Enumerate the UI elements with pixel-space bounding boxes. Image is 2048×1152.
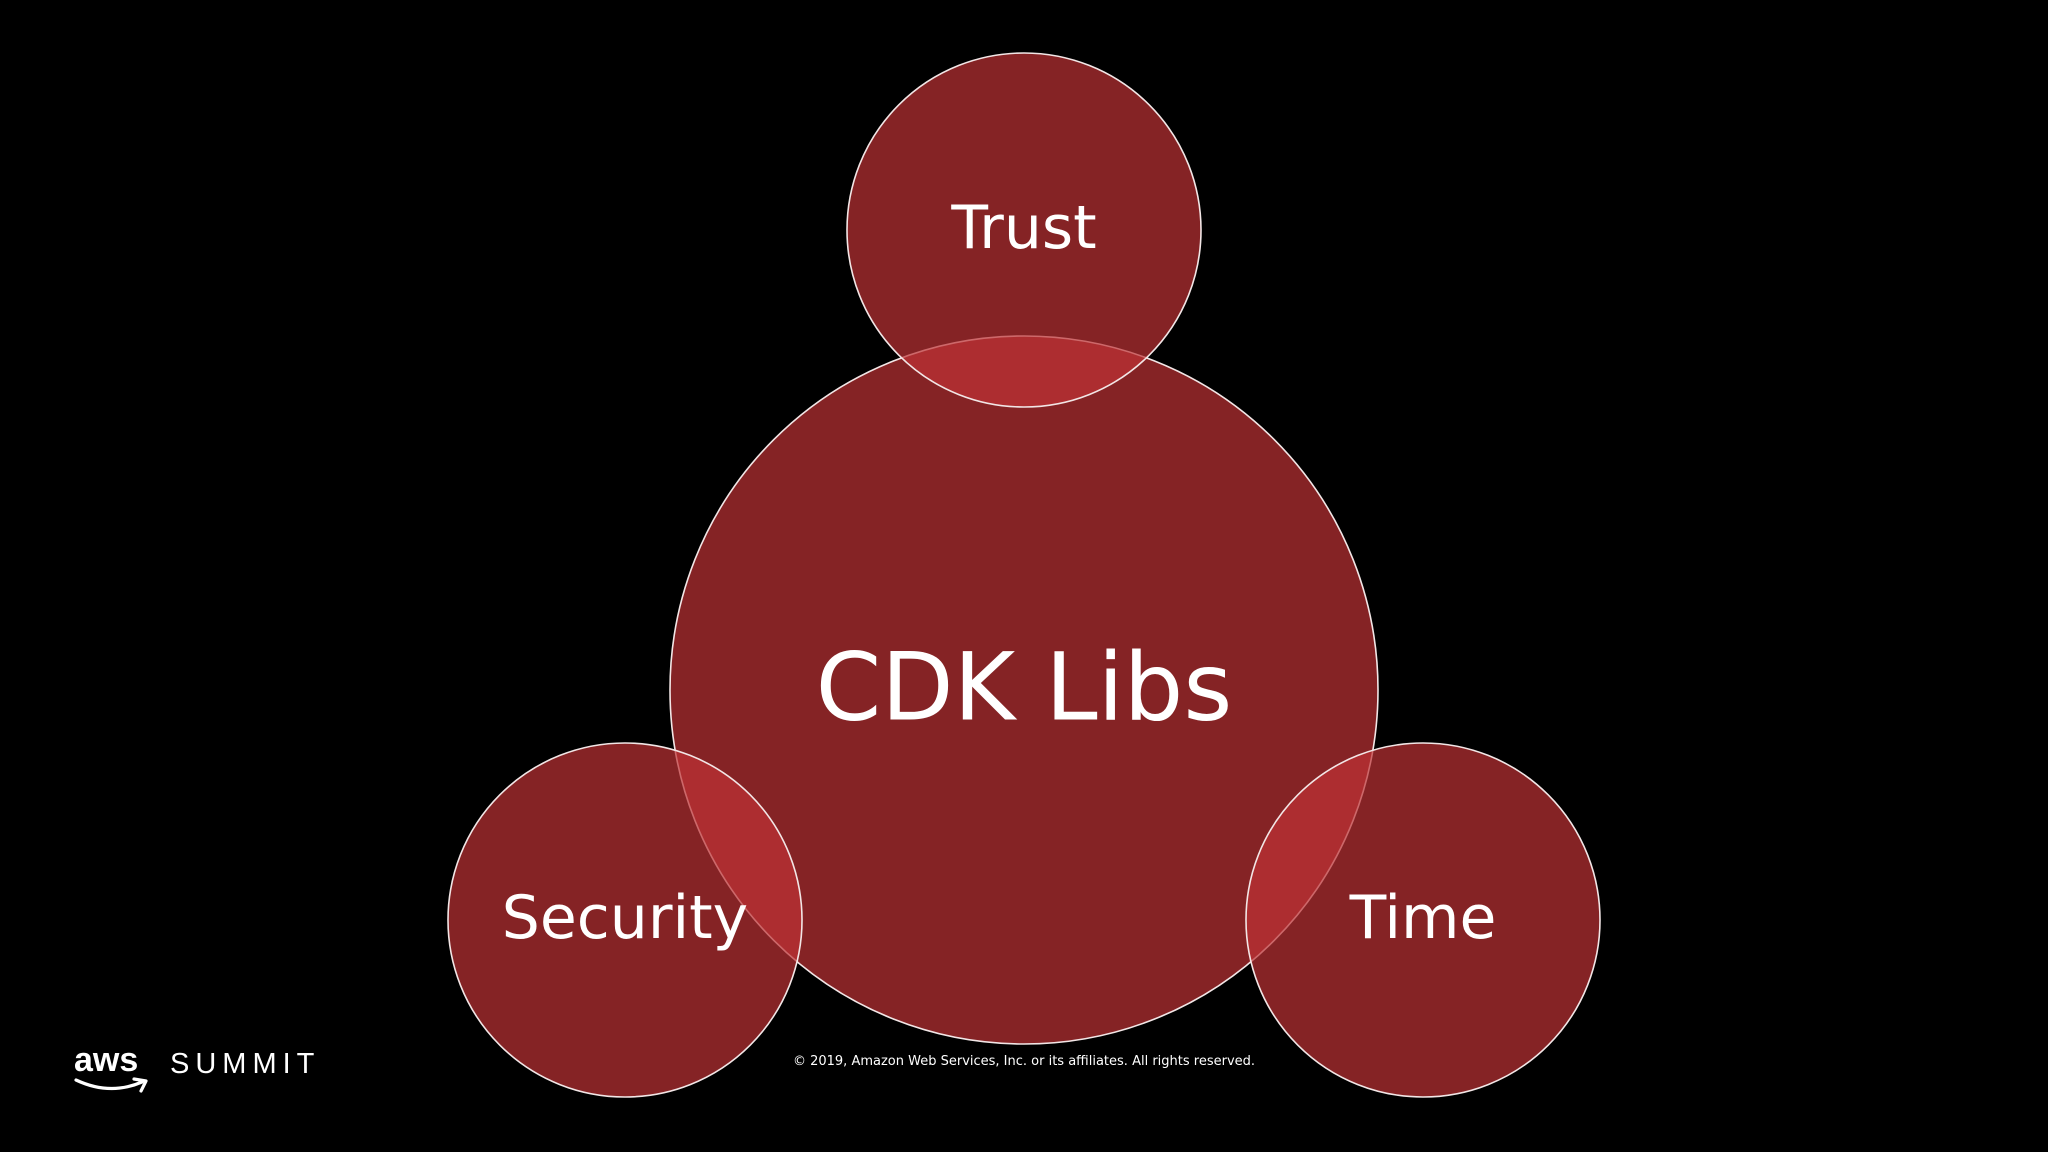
copyright-notice: © 2019, Amazon Web Services, Inc. or its…: [792, 1054, 1256, 1069]
aws-summit-logo: aws SUMMIT: [74, 1040, 334, 1110]
aws-brand-text: aws: [74, 1041, 139, 1079]
right-circle: [1245, 742, 1601, 1098]
center-label: CDK Libs: [816, 634, 1233, 743]
top-label: Trust: [950, 193, 1096, 263]
right-label: Time: [1349, 883, 1497, 953]
top-circle: [846, 52, 1202, 408]
left-circle: [447, 742, 803, 1098]
left-label: Security: [502, 883, 748, 953]
aws-smile-icon: [74, 1077, 148, 1093]
summit-text: SUMMIT: [170, 1048, 321, 1080]
